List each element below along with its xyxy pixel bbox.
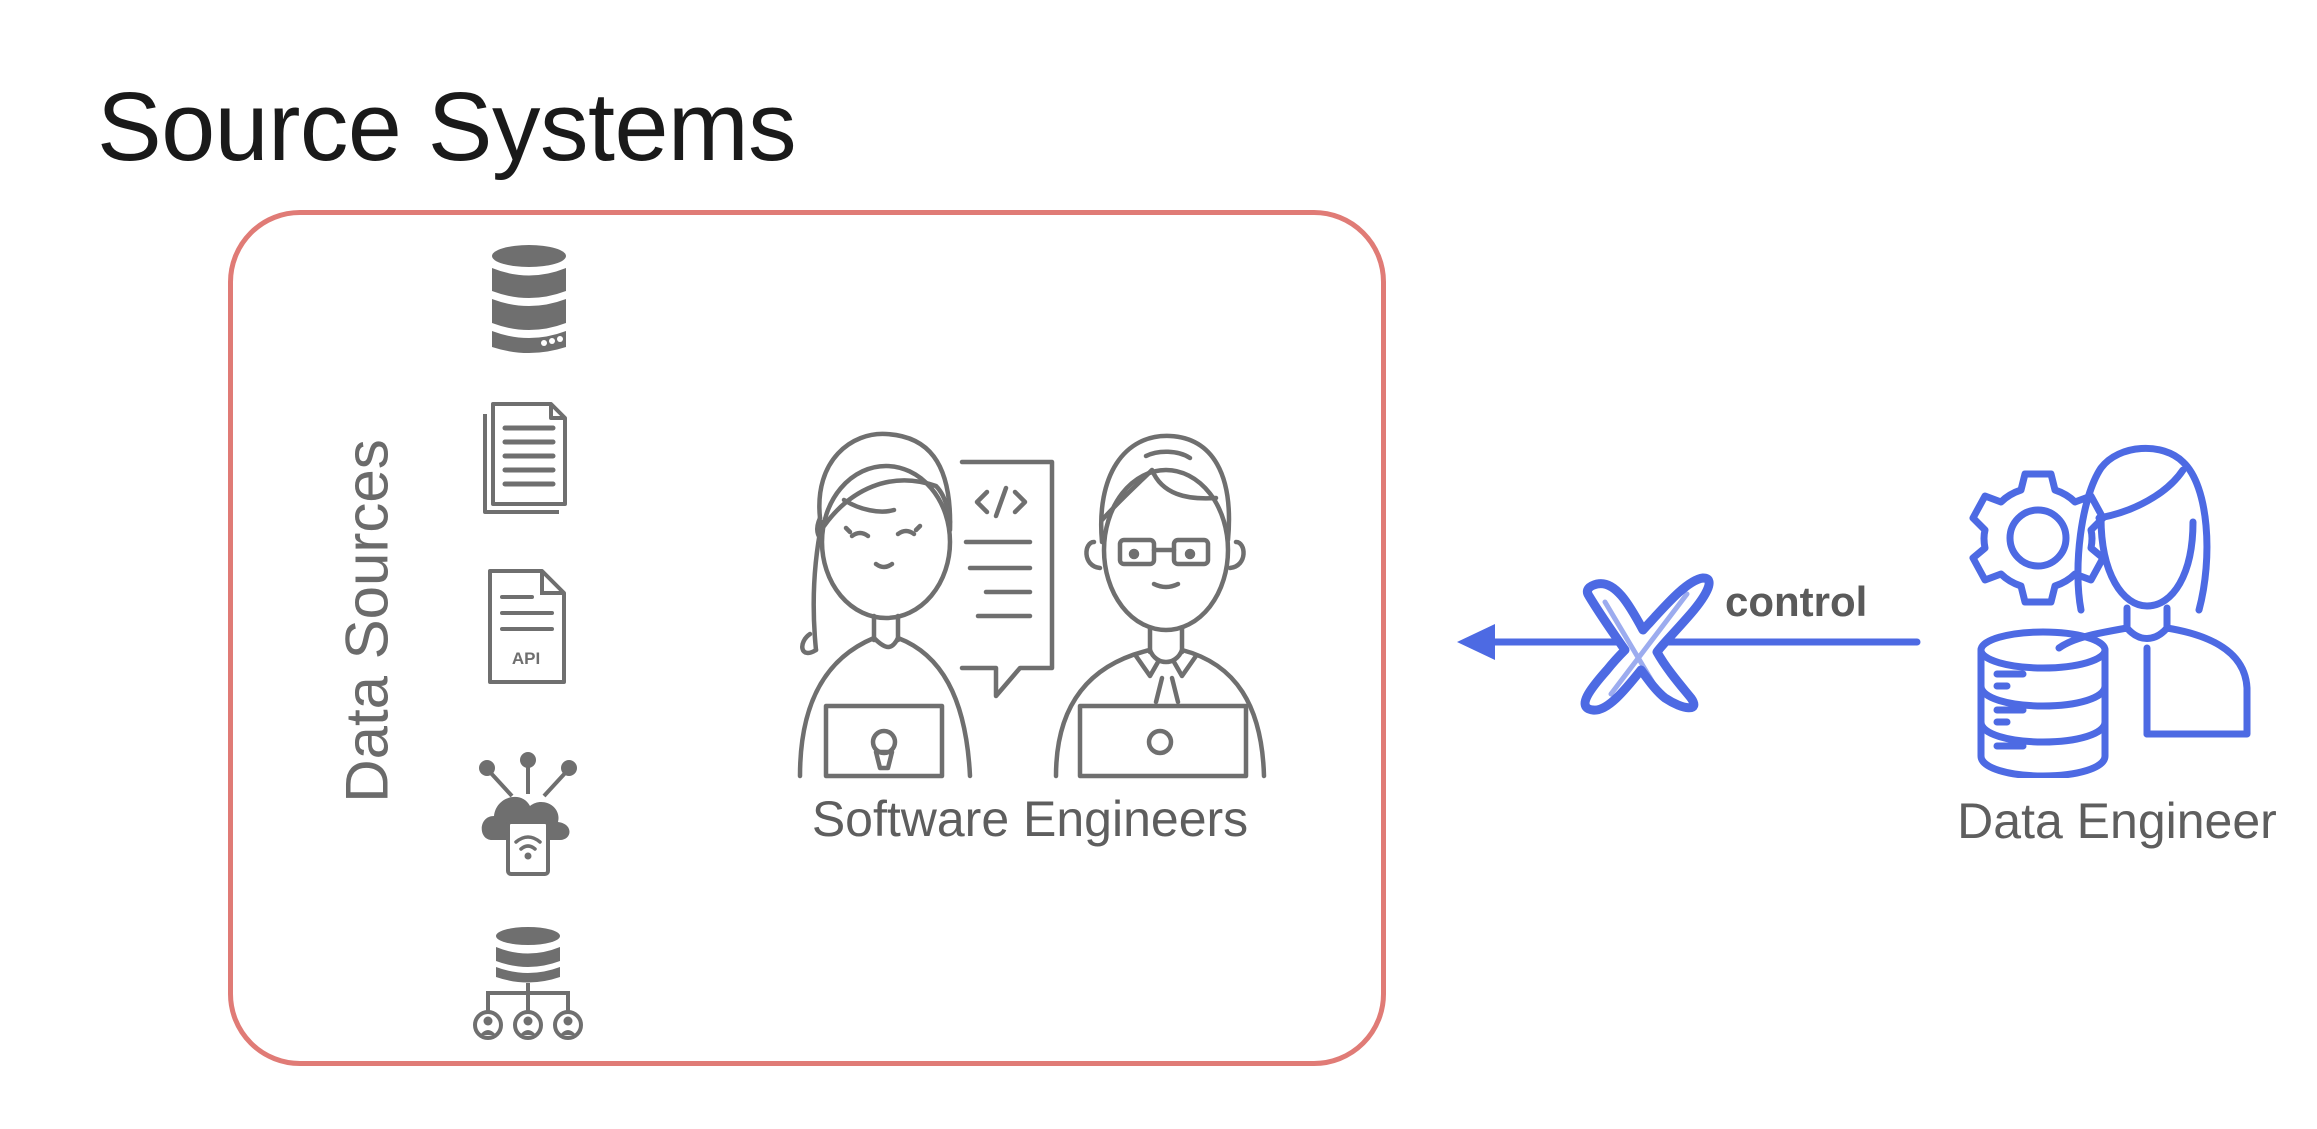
arrow-control-label: control bbox=[1725, 578, 1868, 625]
blocked-control-arrow bbox=[1457, 573, 1921, 715]
data-engineer-label: Data Engineer bbox=[1957, 793, 2277, 849]
page-title: Source Systems bbox=[97, 72, 797, 181]
software-engineers-illustration bbox=[797, 431, 1267, 779]
database-icon bbox=[1977, 628, 2109, 778]
arrow-left-icon bbox=[1457, 624, 1921, 660]
api-document-icon: API bbox=[488, 569, 566, 684]
software-engineers-label: Software Engineers bbox=[811, 791, 1249, 847]
code-bubble-icon bbox=[959, 459, 1055, 699]
data-sources-label: Data Sources bbox=[333, 439, 401, 803]
source-systems-box bbox=[228, 210, 1386, 1066]
documents-icon bbox=[483, 402, 567, 514]
shared-database-users-icon bbox=[473, 927, 583, 1040]
cross-icon bbox=[1580, 573, 1714, 715]
data-engineer-icon bbox=[1969, 444, 2251, 778]
api-icon-text: API bbox=[512, 649, 540, 668]
iot-cloud-device-icon bbox=[479, 752, 577, 876]
database-icon bbox=[492, 245, 566, 353]
